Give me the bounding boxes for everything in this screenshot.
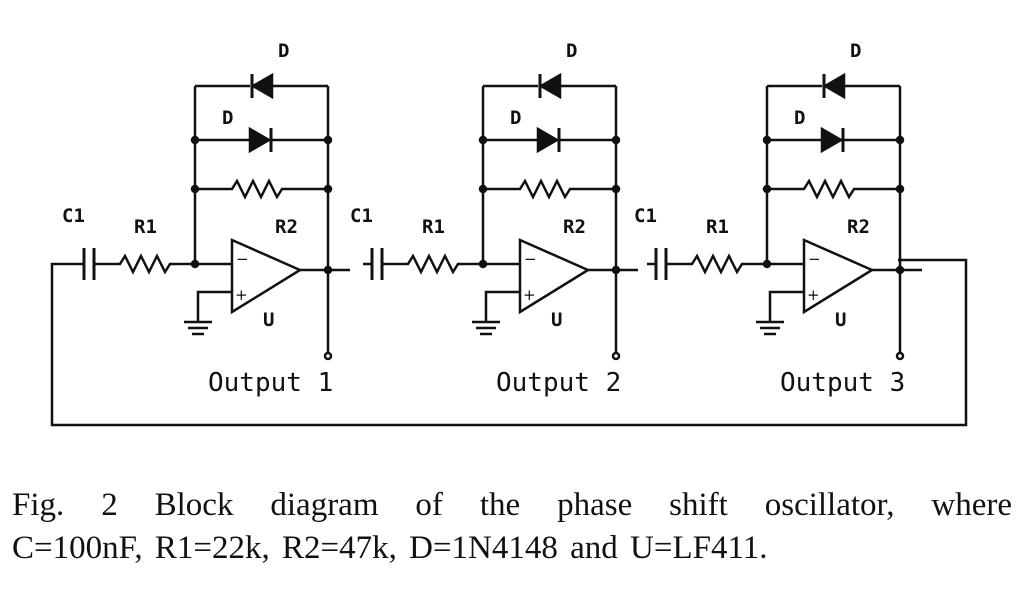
stage-3-capacitor-c1 [654, 248, 668, 280]
stage-2-ground-icon [472, 320, 500, 336]
stage-1-feedback-rails [193, 86, 330, 356]
stage-2-ground-wire [484, 290, 520, 322]
stage-3-junction-d2-right [895, 135, 905, 145]
stage-2-output-label: Output 2 [496, 368, 621, 398]
stage-2-label-opamp: U [551, 309, 562, 331]
stage-3-opamp-symbol [802, 238, 875, 315]
stage-3-label-r1: R1 [706, 216, 729, 238]
stage-2-label-r2: R2 [563, 216, 586, 238]
stage-3-output-label: Output 3 [780, 368, 905, 398]
stage-2-junction-r2-right [611, 184, 621, 194]
stage-2-junction-d2-right [611, 135, 621, 145]
stage-3-output-terminal [895, 351, 905, 361]
stage-2-resistor-r1 [396, 253, 483, 275]
stage-3-diode-2 [820, 126, 844, 154]
stage-3-label-diode-1: D [850, 40, 861, 62]
stage-3-resistor-r2 [767, 178, 900, 200]
caption-line-2: C=100nF, R1=22k, R2=47k, D=1N4148 and U=… [12, 530, 768, 566]
stage-2-label-minus: − [524, 250, 537, 268]
stage-3-label-c1: C1 [634, 205, 657, 227]
stage-3 [647, 72, 922, 361]
stage-3-ground-icon [756, 320, 784, 336]
feedback-loop-wire [50, 258, 968, 427]
stage-3-label-opamp: U [835, 309, 846, 331]
stage-2-label-diode-1: D [566, 40, 577, 62]
stage-2-junction-d2-left [478, 135, 488, 145]
stage-2-opamp-symbol [518, 238, 591, 315]
caption-line-1: Fig. 2 Block diagram of the phase shift … [12, 487, 1012, 523]
stage-1-resistor-r2 [195, 178, 328, 200]
stage-1-label-r2: R2 [275, 216, 298, 238]
stage-1-diode-2 [248, 126, 272, 154]
stage-1-label-diode-1: D [278, 40, 289, 62]
stage-1-ground-wire [196, 290, 232, 322]
stage-2-capacitor-c1 [370, 248, 384, 280]
stage-1-label-minus: − [236, 250, 249, 268]
stage-2-resistor-r2 [483, 178, 616, 200]
stage-1-junction-r2-left [190, 184, 200, 194]
stage-1-label-r1: R1 [134, 216, 157, 238]
stage-1-diode-1 [250, 72, 274, 100]
stage-3-label-minus: − [808, 250, 821, 268]
stage-3-junction-r2-left [762, 184, 772, 194]
stage-2-label-c1: C1 [350, 205, 373, 227]
stage-3-junction-r2-right [895, 184, 905, 194]
stage-3-feedback-rails [765, 86, 902, 356]
stage-2-diode-1 [538, 72, 562, 100]
stage-1-junction-out [323, 265, 333, 275]
stage-3-resistor-r1 [680, 253, 767, 275]
stage-1-label-opamp: U [263, 309, 274, 331]
stage-1-output-terminal [323, 351, 333, 361]
stage-3-label-plus: + [807, 286, 820, 304]
stage-2-output-terminal [611, 351, 621, 361]
stage-1-label-c1: C1 [62, 205, 85, 227]
stage-1-capacitor-c1 [82, 248, 96, 280]
stage-1-resistor-r1 [108, 253, 195, 275]
stage-3-label-diode-2: D [794, 107, 805, 129]
figure-caption: Fig. 2 Block diagram of the phase shift … [12, 484, 1012, 570]
stage-1-ground-icon [184, 320, 212, 336]
stage-2-junction-out [611, 265, 621, 275]
stage-2-junction-r2-left [478, 184, 488, 194]
stage-2-diode-2 [536, 126, 560, 154]
stage-3-junction-out [895, 265, 905, 275]
stage-1-junction-d2-right [323, 135, 333, 145]
stage-3-ground-wire [768, 290, 804, 322]
stage-1-output-label: Output 1 [208, 368, 333, 398]
stage-1-junction-d2-left [190, 135, 200, 145]
stage-1-label-diode-2: D [222, 107, 233, 129]
stage-3-junction-d2-left [762, 135, 772, 145]
stage-2-label-r1: R1 [422, 216, 445, 238]
stage-2-feedback-rails [481, 86, 618, 356]
stage-1 [75, 72, 350, 361]
stage-2-label-plus: + [523, 286, 536, 304]
stage-2 [363, 72, 638, 361]
stage-1-opamp-symbol [230, 238, 303, 315]
stage-1-label-plus: + [235, 286, 248, 304]
stage-1-junction-r2-right [323, 184, 333, 194]
stage-3-diode-1 [822, 72, 846, 100]
stage-2-label-diode-2: D [510, 107, 521, 129]
stage-3-label-r2: R2 [847, 216, 870, 238]
